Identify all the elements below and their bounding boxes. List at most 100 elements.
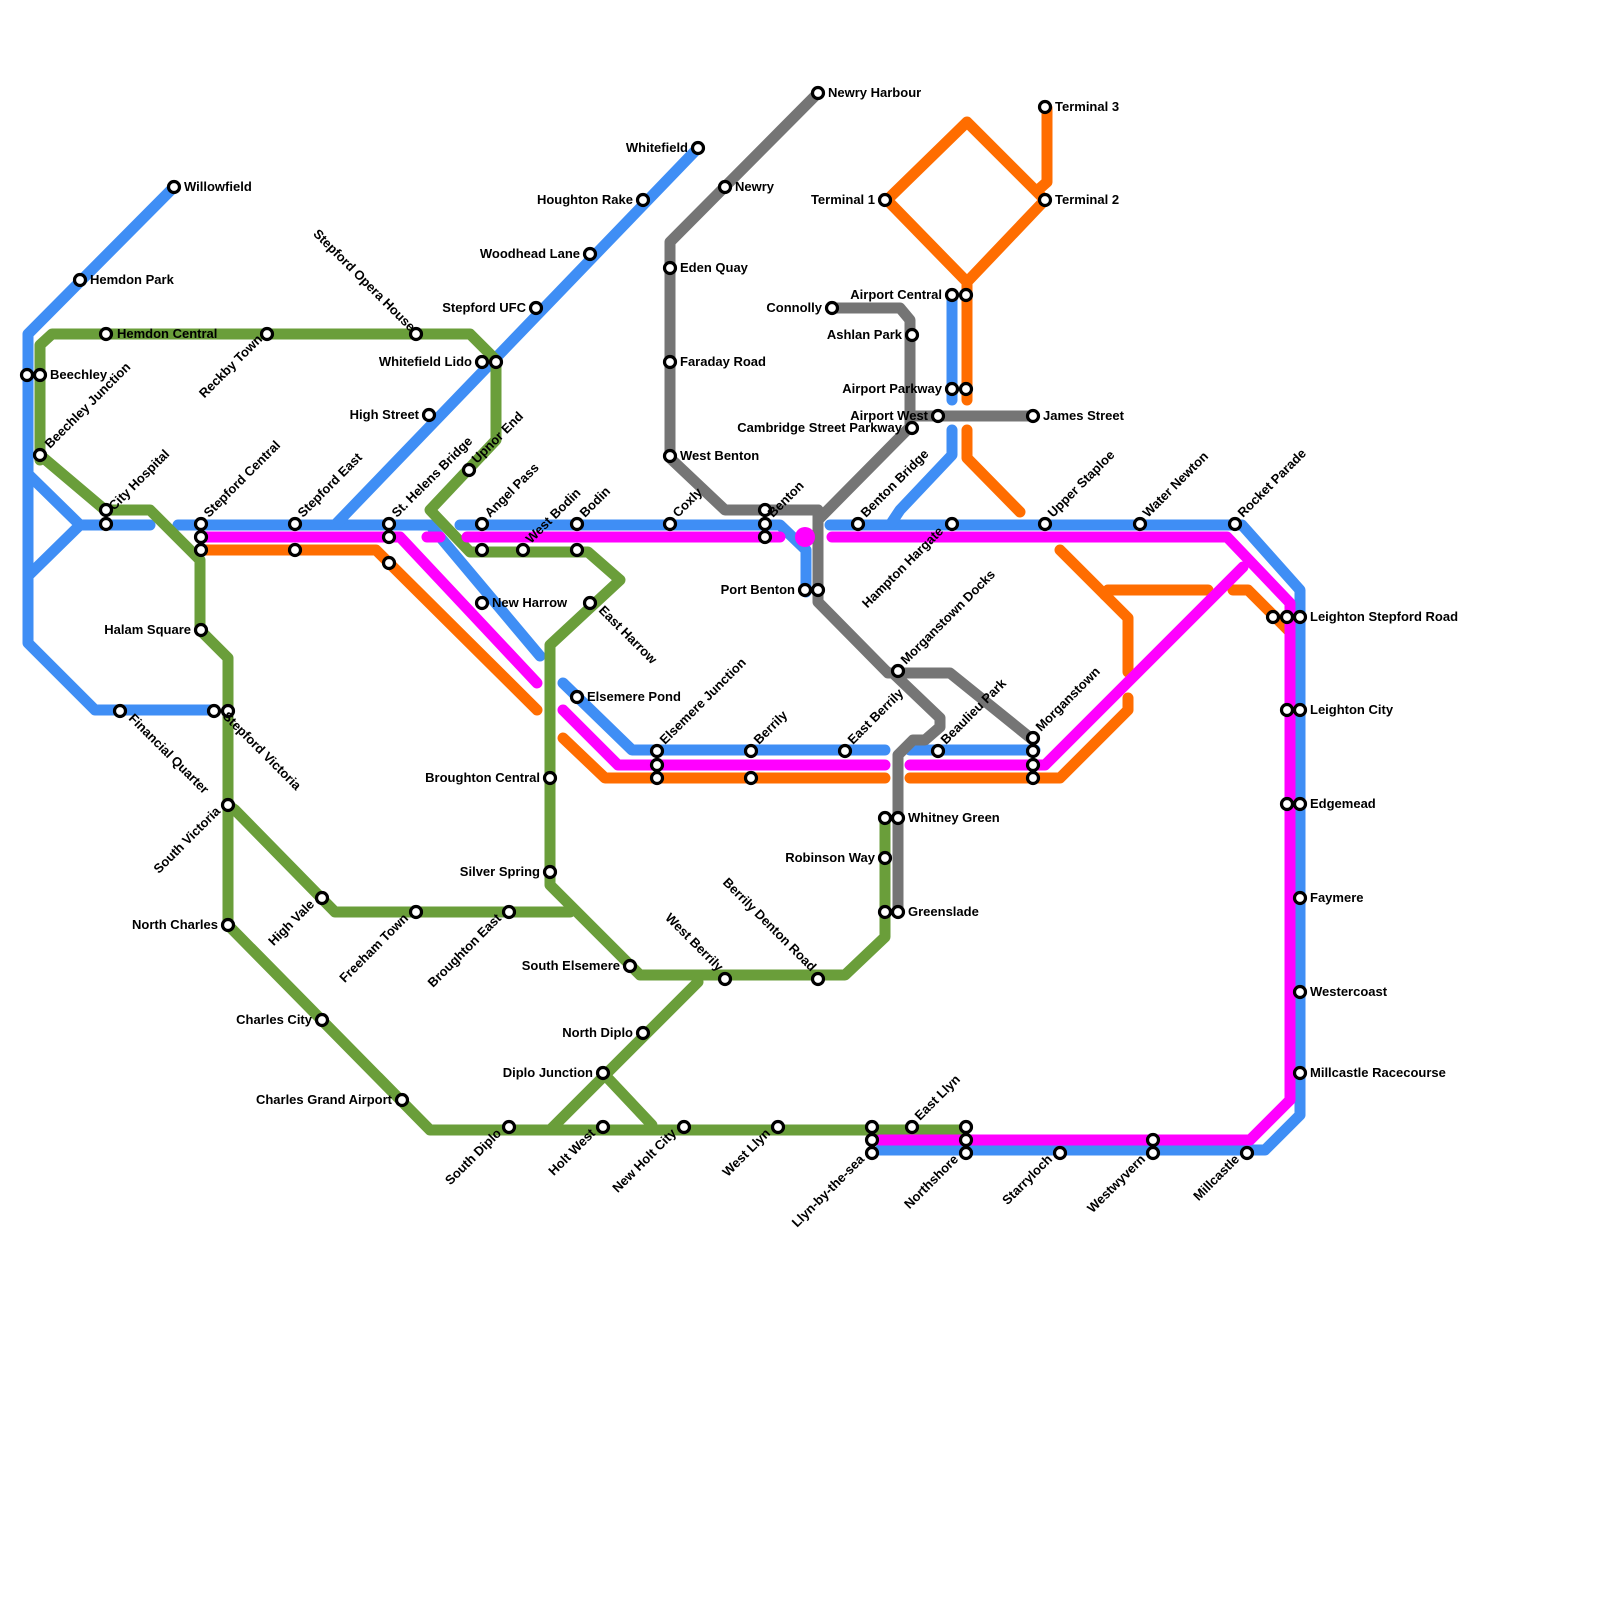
- station-marker[interactable]: [206, 703, 222, 719]
- station-marker[interactable]: [717, 971, 733, 987]
- station-marker[interactable]: [381, 529, 397, 545]
- station-marker[interactable]: [98, 502, 114, 518]
- station-marker[interactable]: [662, 260, 678, 276]
- station-marker[interactable]: [944, 287, 960, 303]
- station-label[interactable]: Faraday Road: [680, 354, 766, 369]
- station-label[interactable]: Whitney Green: [908, 810, 1000, 825]
- station-label[interactable]: High Vale: [265, 897, 317, 949]
- station-marker[interactable]: [1132, 516, 1148, 532]
- station-marker[interactable]: [877, 904, 893, 920]
- station-label[interactable]: Airport Parkway: [842, 381, 942, 396]
- station-label[interactable]: Terminal 3: [1055, 99, 1119, 114]
- station-label[interactable]: Houghton Rake: [537, 192, 633, 207]
- station-label[interactable]: East Berrily: [845, 685, 907, 747]
- station-label[interactable]: Silver Spring: [460, 864, 540, 879]
- station-marker[interactable]: [381, 516, 397, 532]
- station-marker[interactable]: [542, 770, 558, 786]
- station-label[interactable]: South Elsemere: [522, 958, 620, 973]
- station-label[interactable]: Stepford UFC: [442, 300, 526, 315]
- station-marker[interactable]: [635, 1025, 651, 1041]
- station-marker[interactable]: [1292, 890, 1308, 906]
- station-marker[interactable]: [1025, 757, 1041, 773]
- station-label[interactable]: Willowfield: [184, 179, 252, 194]
- station-marker[interactable]: [72, 272, 88, 288]
- station-label[interactable]: West Benton: [680, 448, 759, 463]
- station-label[interactable]: Stepford Central: [201, 438, 284, 521]
- station-marker[interactable]: [515, 542, 531, 558]
- station-marker[interactable]: [193, 529, 209, 545]
- station-marker[interactable]: [1025, 743, 1041, 759]
- station-label[interactable]: Robinson Way: [785, 850, 876, 865]
- station-marker[interactable]: [421, 407, 437, 423]
- station-marker[interactable]: [1145, 1132, 1161, 1148]
- station-marker[interactable]: [717, 179, 733, 195]
- station-label[interactable]: Port Benton: [721, 582, 795, 597]
- station-label[interactable]: Upper Staploe: [1045, 447, 1118, 520]
- station-marker[interactable]: [944, 516, 960, 532]
- station-marker[interactable]: [287, 542, 303, 558]
- station-label[interactable]: Broughton Central: [425, 770, 540, 785]
- station-marker[interactable]: [877, 192, 893, 208]
- station-label[interactable]: Edgemead: [1310, 796, 1376, 811]
- station-marker[interactable]: [622, 958, 638, 974]
- station-marker[interactable]: [1292, 984, 1308, 1000]
- station-marker[interactable]: [166, 179, 182, 195]
- station-label[interactable]: Broughton East: [425, 910, 505, 990]
- station-marker[interactable]: [501, 904, 517, 920]
- station-marker[interactable]: [314, 890, 330, 906]
- station-label[interactable]: Beechley: [50, 367, 108, 382]
- station-label[interactable]: Newry: [735, 179, 775, 194]
- station-label[interactable]: Cambridge Street Parkway: [737, 420, 903, 435]
- station-marker[interactable]: [408, 904, 424, 920]
- station-label[interactable]: Freeham Town: [336, 910, 411, 985]
- station-marker[interactable]: [810, 971, 826, 987]
- station-label[interactable]: Millcastle: [1190, 1152, 1242, 1204]
- station-marker[interactable]: [488, 354, 504, 370]
- station-label[interactable]: Water Newton: [1140, 449, 1212, 521]
- station-marker[interactable]: [649, 743, 665, 759]
- station-marker[interactable]: [1292, 702, 1308, 718]
- station-marker[interactable]: [662, 448, 678, 464]
- station-marker[interactable]: [474, 595, 490, 611]
- station-marker[interactable]: [743, 770, 759, 786]
- station-marker[interactable]: [904, 1119, 920, 1135]
- station-marker[interactable]: [676, 1119, 692, 1135]
- station-marker[interactable]: [662, 354, 678, 370]
- station-label[interactable]: Whitefield: [626, 140, 688, 155]
- station-label[interactable]: James Street: [1043, 408, 1125, 423]
- station-marker[interactable]: [98, 516, 114, 532]
- station-marker[interactable]: [1239, 1145, 1255, 1161]
- station-marker[interactable]: [864, 1145, 880, 1161]
- station-label[interactable]: Eden Quay: [680, 260, 749, 275]
- station-label[interactable]: Starryloch: [999, 1151, 1055, 1207]
- station-marker[interactable]: [408, 326, 424, 342]
- station-marker[interactable]: [112, 703, 128, 719]
- station-marker[interactable]: [649, 770, 665, 786]
- station-marker[interactable]: [193, 622, 209, 638]
- station-marker[interactable]: [743, 743, 759, 759]
- station-marker[interactable]: [635, 192, 651, 208]
- station-marker[interactable]: [1279, 609, 1295, 625]
- station-marker[interactable]: [474, 542, 490, 558]
- station-marker[interactable]: [1145, 1145, 1161, 1161]
- station-marker[interactable]: [1265, 609, 1281, 625]
- station-marker[interactable]: [690, 140, 706, 156]
- station-marker[interactable]: [864, 1119, 880, 1135]
- station-label[interactable]: New Harrow: [492, 595, 568, 610]
- station-marker[interactable]: [958, 381, 974, 397]
- station-marker[interactable]: [287, 516, 303, 532]
- station-label[interactable]: Charles City: [236, 1012, 313, 1027]
- station-marker[interactable]: [569, 542, 585, 558]
- station-label[interactable]: West Berrily: [662, 910, 727, 975]
- station-marker[interactable]: [1025, 408, 1041, 424]
- station-label[interactable]: Charles Grand Airport: [256, 1092, 393, 1107]
- station-marker[interactable]: [193, 542, 209, 558]
- station-marker[interactable]: [193, 516, 209, 532]
- station-marker[interactable]: [542, 864, 558, 880]
- station-label[interactable]: Angel Pass: [482, 460, 542, 520]
- station-marker[interactable]: [220, 797, 236, 813]
- station-label[interactable]: Whitefield Lido: [379, 354, 472, 369]
- station-marker[interactable]: [569, 689, 585, 705]
- station-label[interactable]: Millcastle Racecourse: [1310, 1065, 1446, 1080]
- station-marker[interactable]: [877, 810, 893, 826]
